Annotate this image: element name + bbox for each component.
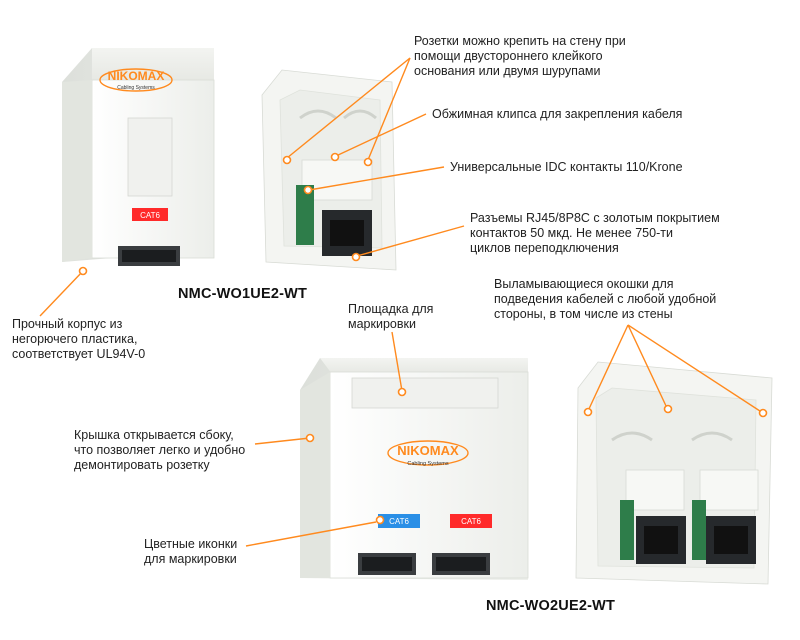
logo-brand-2: NIKOMAX <box>397 443 459 458</box>
callout-mounting: Розетки можно крепить на стену при помощ… <box>414 34 626 78</box>
callout-housing: Прочный корпус из негорючего пластика, с… <box>12 317 146 361</box>
single-socket-open <box>261 69 397 271</box>
cat6-blue-label: CAT6 <box>389 517 409 526</box>
callout-clip: Обжимная клипса для закрепления кабеля <box>432 107 683 121</box>
callout-idc: Универсальные IDC контакты 110/Krone <box>450 160 683 174</box>
logo-sub-2: Cabling Systems <box>407 461 449 467</box>
callout-knockouts: Выламывающиеся окошки для подведения каб… <box>494 277 717 321</box>
callout-dots <box>78 152 768 525</box>
single-socket-closed: NIKOMAX Cabling Systems CAT6 <box>62 48 215 266</box>
cat6-red-icon-2 <box>450 514 492 528</box>
double-socket-closed: NIKOMAX Cabling Systems CAT6 CAT6 <box>300 358 529 580</box>
cat6-red-icon <box>132 208 168 221</box>
nikomax-logo-2: NIKOMAX Cabling Systems <box>387 440 469 467</box>
leader-lines <box>39 57 764 547</box>
model-single: NMC-WO1UE2-WT <box>178 286 308 302</box>
cat6-red-label-2: CAT6 <box>461 517 481 526</box>
logo-brand: NIKOMAX <box>108 69 165 83</box>
model-double: NMC-WO2UE2-WT <box>486 598 616 614</box>
rj45-port <box>122 250 176 262</box>
callout-label-area: Площадка для маркировки <box>348 302 434 331</box>
double-socket-open <box>575 361 773 585</box>
cat6-blue-icon <box>378 514 420 528</box>
cat6-red-label: CAT6 <box>140 211 160 220</box>
label-area <box>351 377 499 409</box>
callout-cover: Крышка открывается сбоку, что позволяет … <box>74 428 246 472</box>
callout-color-icons: Цветные иконки для маркировки <box>144 537 238 566</box>
rj45-port-left <box>362 557 412 571</box>
logo-sub: Cabling Systems <box>117 85 155 91</box>
rj45-port-right <box>436 557 486 571</box>
nikomax-logo: NIKOMAX Cabling Systems <box>99 68 173 92</box>
callout-connectors: Разъемы RJ45/8P8C с золотым покрытием ко… <box>470 211 720 255</box>
